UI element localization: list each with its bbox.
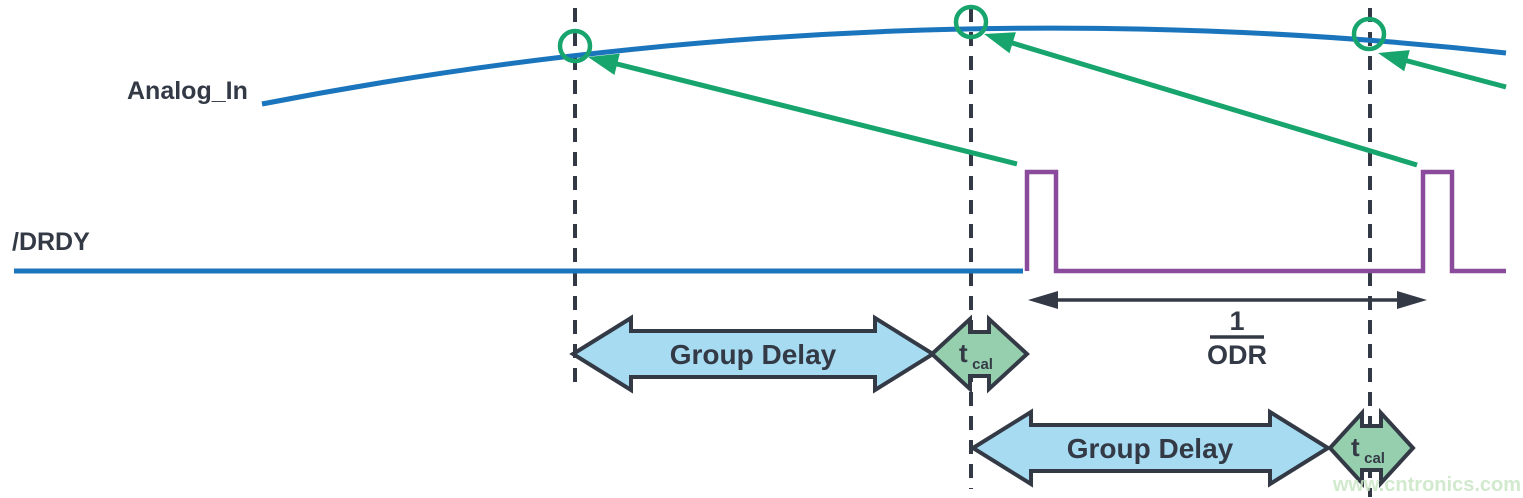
tcal-diamond-shape bbox=[929, 314, 1030, 394]
group-delay-label-2: Group Delay bbox=[1067, 433, 1234, 464]
tcal-base-text: t bbox=[1351, 432, 1360, 462]
group-delay-arrow-1: Group Delay bbox=[569, 314, 937, 394]
sample-point-circle-1 bbox=[557, 28, 593, 64]
pointer-arrow-1 bbox=[588, 53, 1018, 167]
arrowhead-icon bbox=[1378, 50, 1410, 72]
group-delay-label-1: Group Delay bbox=[670, 339, 837, 370]
arrowhead-icon bbox=[984, 32, 1016, 54]
sample-point-markers bbox=[557, 4, 1387, 64]
tcal-label-1: t cal bbox=[959, 338, 993, 373]
group-delay-arrow-2: Group Delay bbox=[969, 408, 1332, 488]
arrowhead-left-icon bbox=[1028, 291, 1058, 309]
analog-in-curve bbox=[261, 25, 1507, 107]
analog-in-label: Analog_In bbox=[127, 77, 248, 105]
sample-point-circle-2 bbox=[953, 4, 989, 40]
odr-span-arrow bbox=[1028, 291, 1427, 309]
tcal-label-2: t cal bbox=[1351, 432, 1385, 467]
tcal-diamond-shape bbox=[1327, 407, 1416, 489]
sample-pointer-arrows bbox=[588, 32, 1507, 168]
tcal-marker-1: t cal bbox=[929, 314, 1030, 394]
arrowhead-icon bbox=[588, 53, 620, 75]
tcal-sub-text: cal bbox=[972, 356, 993, 373]
drdy-label: /DRDY bbox=[12, 228, 90, 256]
arrowhead-right-icon bbox=[1397, 291, 1427, 309]
tcal-sub-text: cal bbox=[1364, 450, 1385, 467]
sample-point-circle-3 bbox=[1351, 16, 1387, 52]
pointer-arrow-3 bbox=[1378, 50, 1507, 90]
drdy-pulse-trace bbox=[1024, 169, 1506, 274]
tcal-marker-2: t cal bbox=[1327, 407, 1416, 489]
odr-denominator: ODR bbox=[1207, 340, 1267, 370]
odr-numerator: 1 bbox=[1229, 306, 1244, 336]
sample-instant-lines bbox=[573, 8, 1372, 497]
pointer-arrow-2 bbox=[984, 32, 1418, 168]
watermark-text: www.cntronics.com bbox=[1332, 474, 1521, 496]
tcal-base-text: t bbox=[959, 338, 968, 368]
odr-fraction: 1 ODR bbox=[1207, 306, 1267, 370]
